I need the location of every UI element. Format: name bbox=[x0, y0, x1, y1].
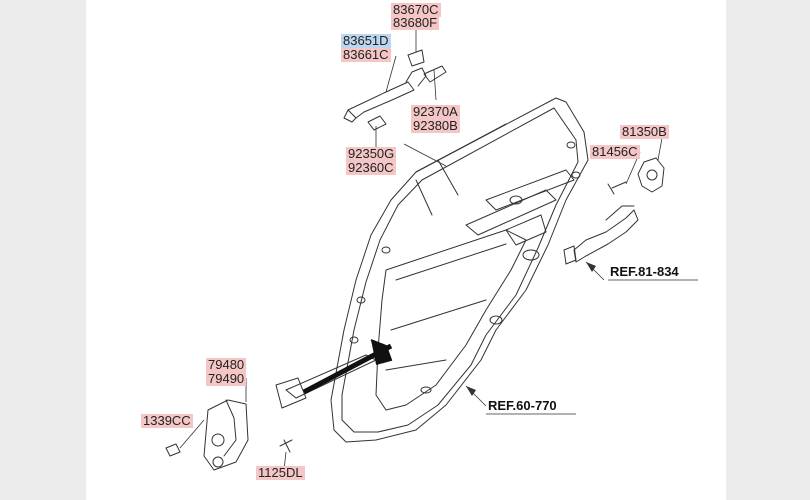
door-inner-frame bbox=[341, 107, 579, 433]
handle-gasket bbox=[423, 65, 447, 83]
hinge-nut bbox=[165, 443, 181, 457]
hinge-bolt bbox=[279, 439, 293, 453]
small-gasket bbox=[367, 115, 387, 131]
part-label-81350B[interactable]: 81350B bbox=[620, 124, 669, 139]
handle-cover bbox=[407, 49, 425, 67]
part-label-83670C[interactable]: 83670C bbox=[391, 2, 441, 17]
door-latch bbox=[573, 209, 639, 263]
part-label-92380B[interactable]: 92380B bbox=[411, 118, 460, 133]
part-label-92360C[interactable]: 92360C bbox=[346, 160, 396, 175]
striker-screw bbox=[607, 181, 627, 195]
door-hinge bbox=[203, 399, 249, 471]
part-label-79490[interactable]: 79490 bbox=[206, 371, 247, 386]
part-label-1339CC[interactable]: 1339CC bbox=[141, 413, 193, 428]
part-label-92350G[interactable]: 92350G bbox=[346, 146, 397, 161]
part-label-83680F[interactable]: 83680F bbox=[391, 15, 440, 30]
part-label-83651D[interactable]: 83651D bbox=[341, 33, 391, 48]
diagram-panel: 83670C 83680F 83651D 83661C 92370A 92380… bbox=[86, 0, 726, 500]
door-window-rail bbox=[415, 123, 507, 216]
striker bbox=[637, 157, 665, 193]
outside-handle bbox=[347, 81, 415, 119]
reference-81-834[interactable]: REF.81-834 bbox=[610, 264, 679, 279]
part-label-79480[interactable]: 79480 bbox=[206, 357, 247, 372]
reference-60-770[interactable]: REF.60-770 bbox=[488, 398, 557, 413]
part-label-92370A[interactable]: 92370A bbox=[411, 104, 460, 119]
part-label-1125DL[interactable]: 1125DL bbox=[256, 465, 305, 480]
door-exploded-diagram bbox=[165, 28, 698, 471]
part-label-83661C[interactable]: 83661C bbox=[341, 47, 391, 62]
part-label-81456C[interactable]: 81456C bbox=[590, 144, 640, 159]
door-outer-panel bbox=[330, 97, 589, 443]
